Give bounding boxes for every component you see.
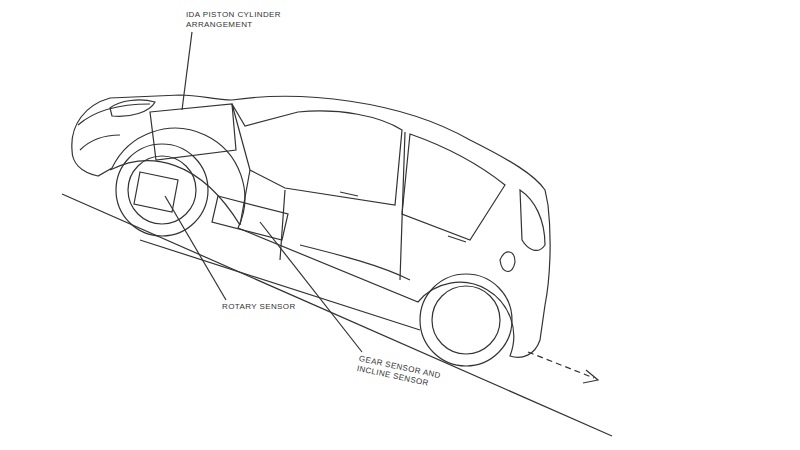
car-body [72, 95, 550, 357]
headlamp [110, 100, 155, 116]
door-line [240, 132, 405, 280]
hood-line [78, 104, 150, 150]
leader-line [260, 222, 362, 352]
gear-sensor-box [212, 196, 288, 240]
part-label: IDA PISTON CYLINDER ARRANGEMENT [186, 10, 282, 30]
front-rim [128, 156, 196, 224]
door-handle [340, 192, 466, 242]
leader-line [165, 196, 226, 300]
rear-lamp [520, 190, 545, 250]
body-crease [110, 161, 420, 330]
rear-window [402, 134, 505, 240]
front-wheel [116, 144, 208, 236]
part-label: GEAR SENSOR AND INCLINE SENSOR [356, 354, 450, 393]
piston-cylinder-box [150, 104, 236, 160]
arrow-head [583, 370, 598, 383]
rear-wheel [420, 274, 512, 366]
leader-line [182, 32, 192, 110]
fuel-cap [500, 252, 515, 272]
motion-arrow [528, 352, 594, 378]
front-window [232, 104, 402, 205]
part-label: ROTARY SENSOR [222, 302, 312, 312]
rear-rim [432, 286, 500, 354]
incline-line [62, 194, 612, 436]
side-trim [300, 245, 410, 280]
